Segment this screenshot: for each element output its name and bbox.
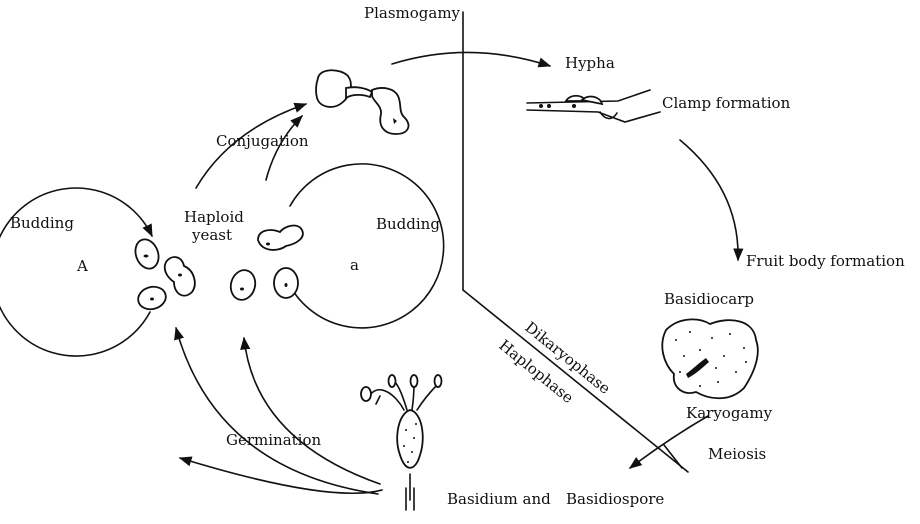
germination-arrow-1	[176, 328, 378, 494]
budding-label-left: Budding	[10, 214, 74, 232]
hypha-illustration	[527, 90, 660, 122]
plasmogamy-label: Plasmogamy	[364, 4, 461, 22]
basidium-illustration	[361, 375, 442, 510]
yeast-label: yeast	[191, 226, 232, 244]
meiosis-label: Meiosis	[708, 445, 766, 463]
haploid-label: Haploid	[184, 208, 244, 226]
basidium-and-label: Basidium and	[447, 490, 551, 508]
karyogamy-tick	[664, 445, 682, 468]
conjugating-cells-illustration	[316, 70, 409, 134]
basidiospore-label: Basidiospore	[566, 490, 664, 508]
phase-divider-diagonal	[463, 290, 688, 472]
hypha-label: Hypha	[565, 54, 615, 72]
yeast-cells-a	[228, 226, 303, 303]
budding-cycle-right	[288, 164, 444, 328]
karyogamy-label: Karyogamy	[686, 404, 773, 422]
mating-type-a-label: a	[350, 256, 359, 274]
plasmogamy-arrow	[392, 52, 550, 66]
fruit-body-arrow	[680, 140, 738, 260]
mating-type-A-label: A	[76, 257, 88, 275]
clamp-formation-label: Clamp formation	[662, 94, 791, 112]
conjugation-label: Conjugation	[216, 132, 309, 150]
yeast-cells-A	[132, 236, 195, 312]
basidiocarp-label: Basidiocarp	[664, 290, 754, 308]
fruit-body-formation-label: Fruit body formation	[746, 252, 905, 270]
budding-label-right: Budding	[376, 215, 440, 233]
germination-label: Germination	[226, 431, 322, 449]
meiosis-arrow	[630, 416, 708, 468]
basidiocarp-illustration	[662, 319, 758, 398]
germination-arrow-2	[244, 338, 380, 484]
